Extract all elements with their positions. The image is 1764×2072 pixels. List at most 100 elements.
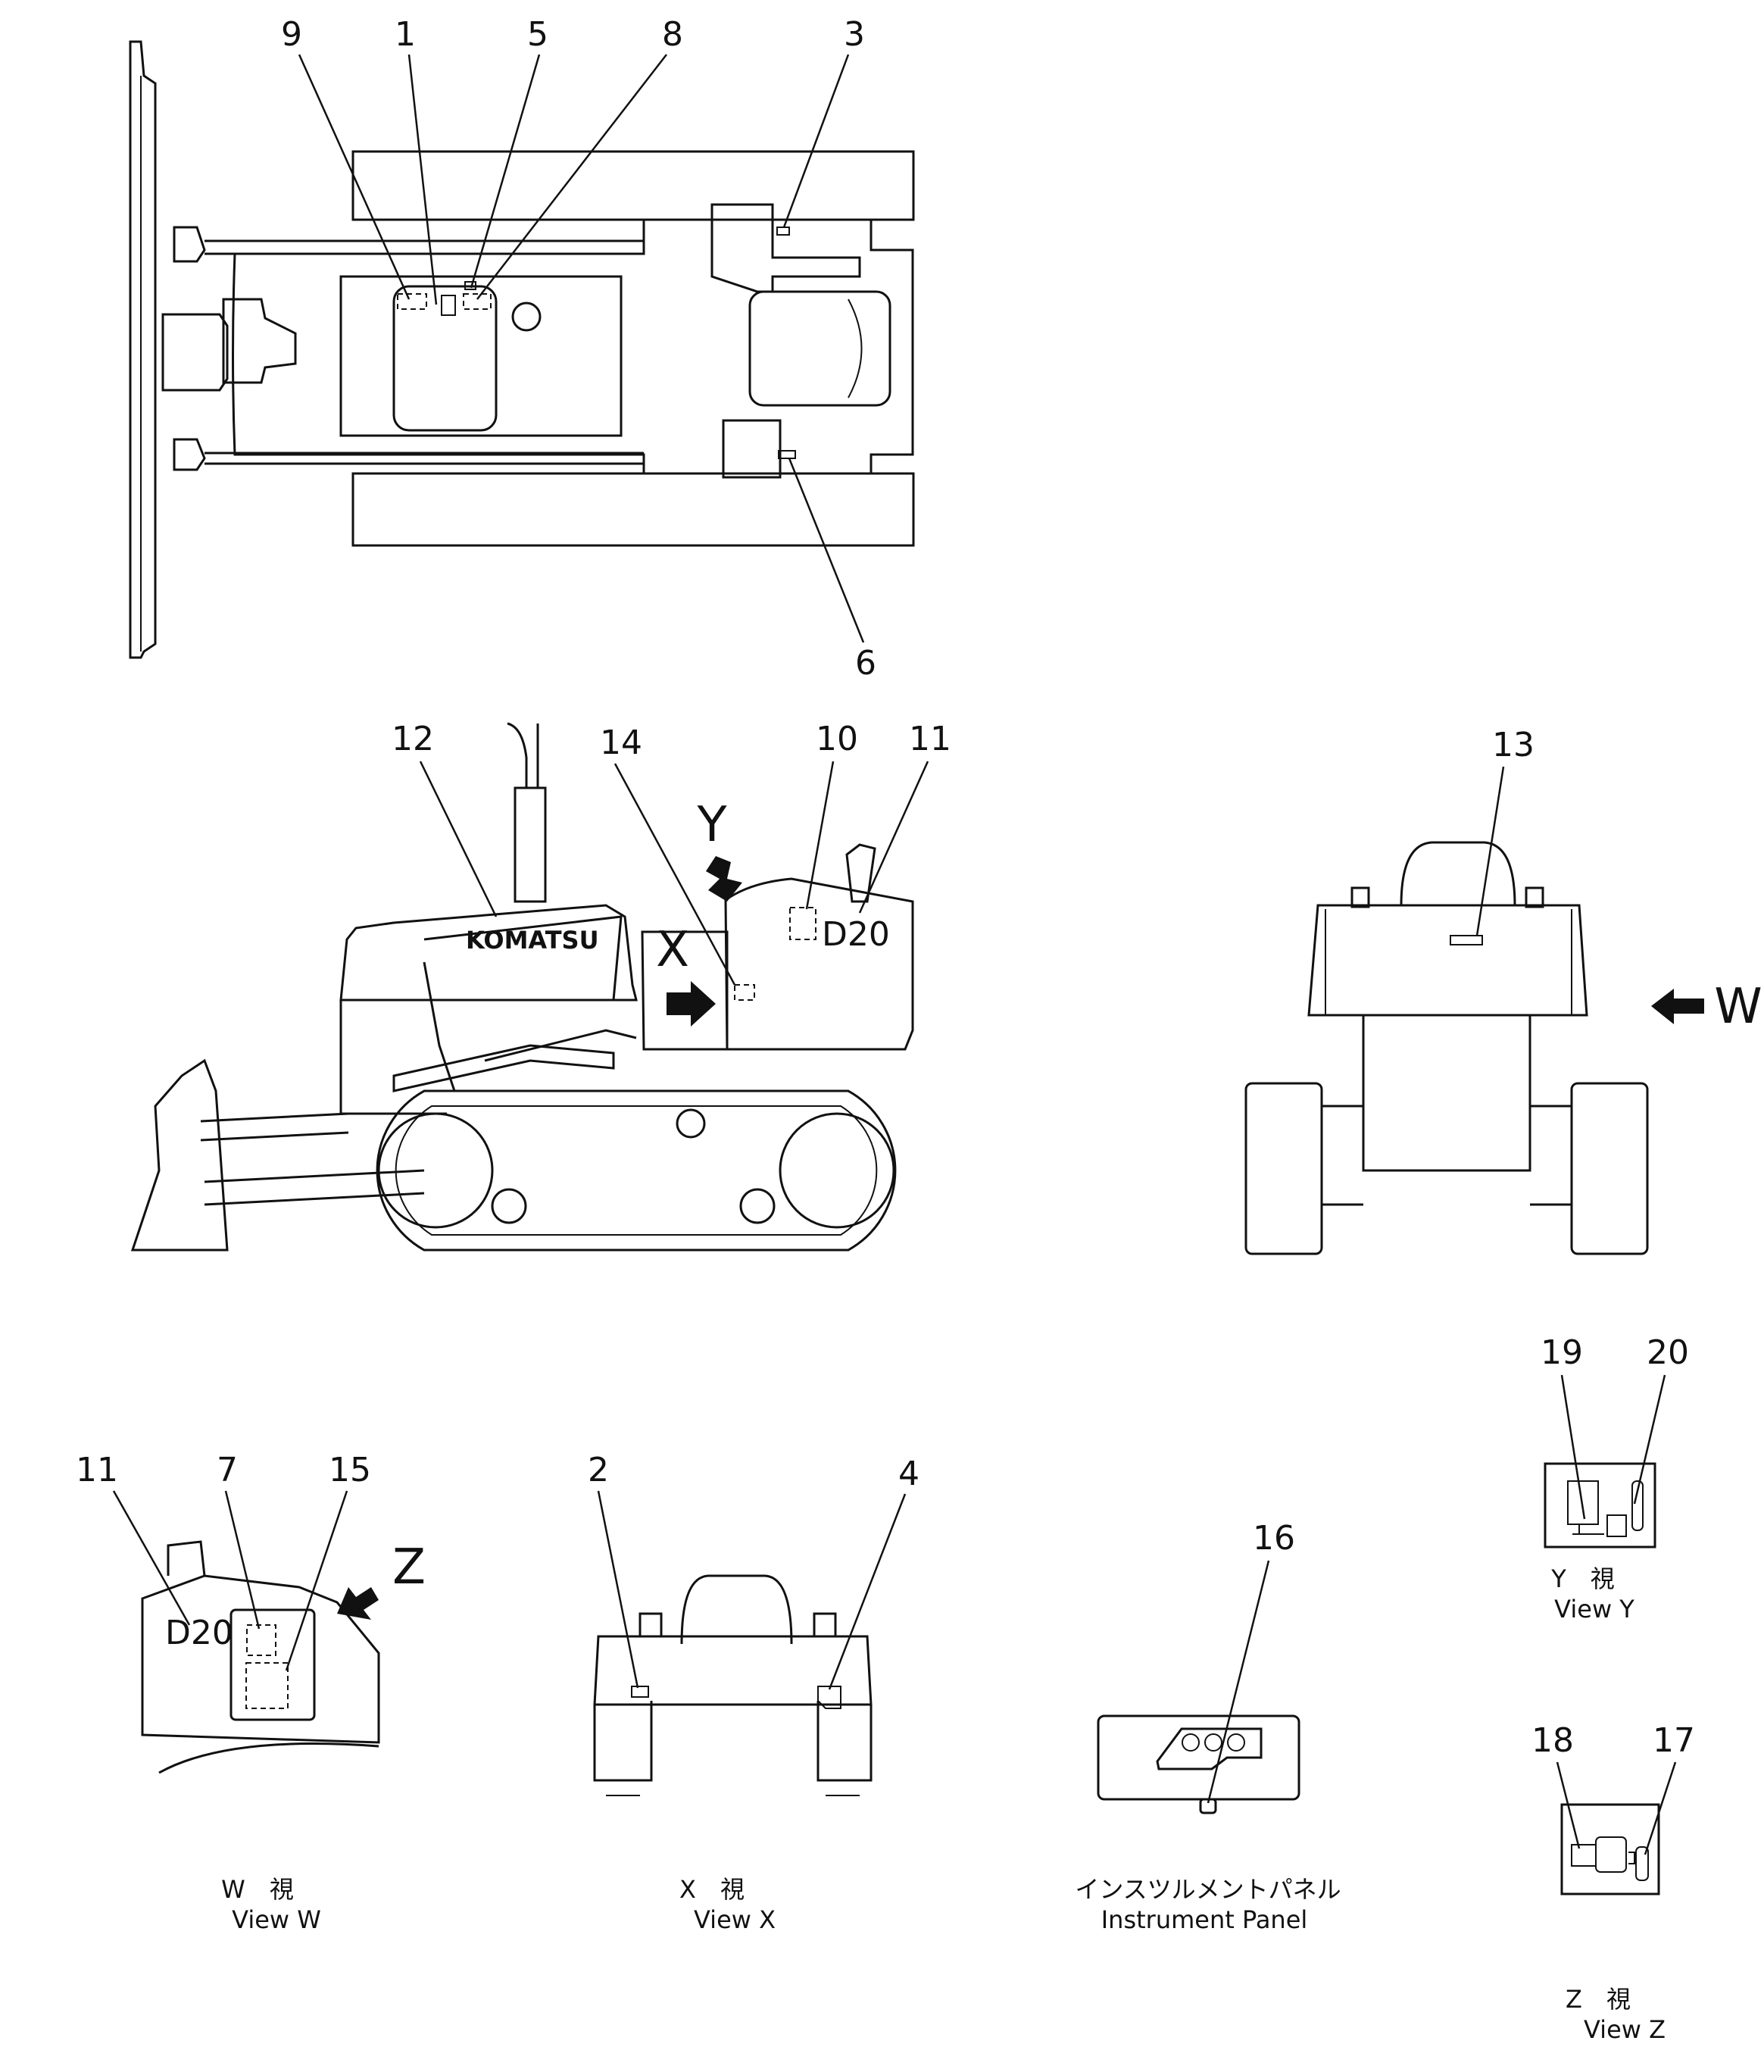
model-plate-side: D20 <box>822 915 890 954</box>
blade-hinge-upper <box>173 226 206 263</box>
track-upper <box>351 150 915 221</box>
callout-18: 18 <box>1531 1721 1574 1760</box>
cab-side <box>724 877 914 1051</box>
vy-label-19-item <box>1567 1480 1604 1535</box>
leader-8 <box>476 54 667 300</box>
view-z: 18 17 Z 視 View Z <box>1531 1721 1695 2044</box>
callout-12: 12 <box>392 720 434 758</box>
rear-seat-back <box>1400 841 1516 906</box>
callout-15: 15 <box>329 1451 371 1489</box>
lift-cylinder-mount <box>161 313 229 392</box>
hood-panel <box>392 285 498 432</box>
rear-post-left <box>1350 886 1370 908</box>
leader-13 <box>1475 766 1505 936</box>
label-10-area <box>789 907 816 940</box>
callout-9: 9 <box>281 15 302 54</box>
top-view <box>129 40 915 659</box>
view-w: D20 Z 11 7 15 W 視 View W <box>76 1451 426 1934</box>
view-letter-z: Z <box>392 1539 426 1595</box>
caption-view-y-en: View Y <box>1554 1595 1634 1624</box>
vx-post-right <box>813 1612 837 1638</box>
leader-2 <box>597 1490 639 1689</box>
label-1-square <box>441 295 456 316</box>
track-roller-2 <box>739 1188 776 1224</box>
callout-17: 17 <box>1653 1721 1695 1760</box>
callout-8: 8 <box>662 15 683 54</box>
push-arm-side <box>204 1169 425 1206</box>
body-arm-side <box>392 1044 615 1092</box>
callout-4: 4 <box>898 1455 919 1493</box>
leader-6 <box>788 458 865 643</box>
leader-5 <box>470 54 541 289</box>
vx-cab-box <box>593 1635 873 1706</box>
idler-wheel <box>377 1112 494 1229</box>
caption-view-y-jp: Y 視 <box>1550 1564 1615 1593</box>
label-6-marker <box>778 450 796 459</box>
leader-19 <box>1560 1374 1586 1520</box>
vz-panel-outline <box>1560 1803 1660 1895</box>
arrow-y <box>706 856 742 902</box>
vw-side-panel <box>229 1608 316 1721</box>
callout-7: 7 <box>217 1451 238 1489</box>
sprocket-wheel <box>779 1112 895 1229</box>
rear-track-right <box>1570 1082 1649 1255</box>
track-roller-1 <box>491 1188 527 1224</box>
leader-12 <box>419 761 498 917</box>
rear-axle-lines <box>1322 1105 1572 1206</box>
vy-panel-outline <box>1544 1462 1656 1549</box>
vz-label-17-item <box>1635 1846 1649 1881</box>
blade-side <box>130 1058 229 1252</box>
rear-post-right <box>1525 886 1544 908</box>
rear-track-left <box>1244 1082 1323 1255</box>
blade-hinge-lower <box>173 438 206 471</box>
panel-gauge-2 <box>1204 1733 1222 1752</box>
leader-3 <box>782 54 850 228</box>
vw-seat-back <box>167 1540 206 1577</box>
lift-yoke <box>222 298 297 384</box>
label-14-area <box>734 984 755 1001</box>
view-y: 19 20 Y 視 View Y <box>1541 1333 1689 1624</box>
track-inner <box>395 1105 878 1236</box>
side-view-callouts: 12 14 10 11 <box>392 720 951 986</box>
callout-14: 14 <box>600 723 642 762</box>
instrument-panel: 16 インスツルメントパネル Instrument Panel <box>1075 1519 1341 1934</box>
vw-cab-outline <box>141 1574 380 1744</box>
caption-panel-en: Instrument Panel <box>1101 1905 1308 1934</box>
vx-label-4-marker <box>817 1686 841 1709</box>
vz-connector <box>1628 1852 1635 1864</box>
leader-14 <box>613 763 736 986</box>
leader-11-w <box>112 1490 191 1626</box>
label-3-marker <box>776 227 790 236</box>
caption-view-w-jp: W 視 <box>221 1875 294 1904</box>
fender-upper <box>710 203 861 293</box>
engine-hood <box>339 275 623 437</box>
leader-11 <box>858 761 929 914</box>
track-lower <box>351 472 915 547</box>
hood-logo: KOMATSU <box>466 926 599 955</box>
arrow-z <box>337 1587 379 1620</box>
carrier-roller <box>676 1108 706 1139</box>
blade-top-view <box>129 40 157 659</box>
rear-chassis <box>1362 1015 1531 1172</box>
panel-outline <box>1097 1714 1300 1801</box>
push-arm-upper <box>204 239 644 255</box>
leader-7 <box>224 1490 261 1630</box>
fender-lower <box>722 419 782 479</box>
callout-3: 3 <box>844 15 865 54</box>
rear-cab-box <box>1307 904 1588 1017</box>
callout-11-w: 11 <box>76 1451 118 1489</box>
leader-16 <box>1207 1560 1270 1804</box>
track-side <box>376 1089 897 1252</box>
caption-view-x-en: View X <box>694 1905 776 1934</box>
vx-seat-back <box>680 1574 793 1645</box>
leader-17 <box>1644 1761 1677 1855</box>
rear-view: W 13 <box>1244 726 1762 1255</box>
arrow-w <box>1651 989 1704 1024</box>
vx-post-left <box>638 1612 663 1638</box>
callout-10: 10 <box>816 720 858 758</box>
caption-view-w-en: View W <box>232 1905 321 1934</box>
callout-16: 16 <box>1253 1519 1295 1558</box>
vy-box <box>1606 1514 1627 1537</box>
caption-panel-jp: インスツルメントパネル <box>1075 1875 1341 1904</box>
